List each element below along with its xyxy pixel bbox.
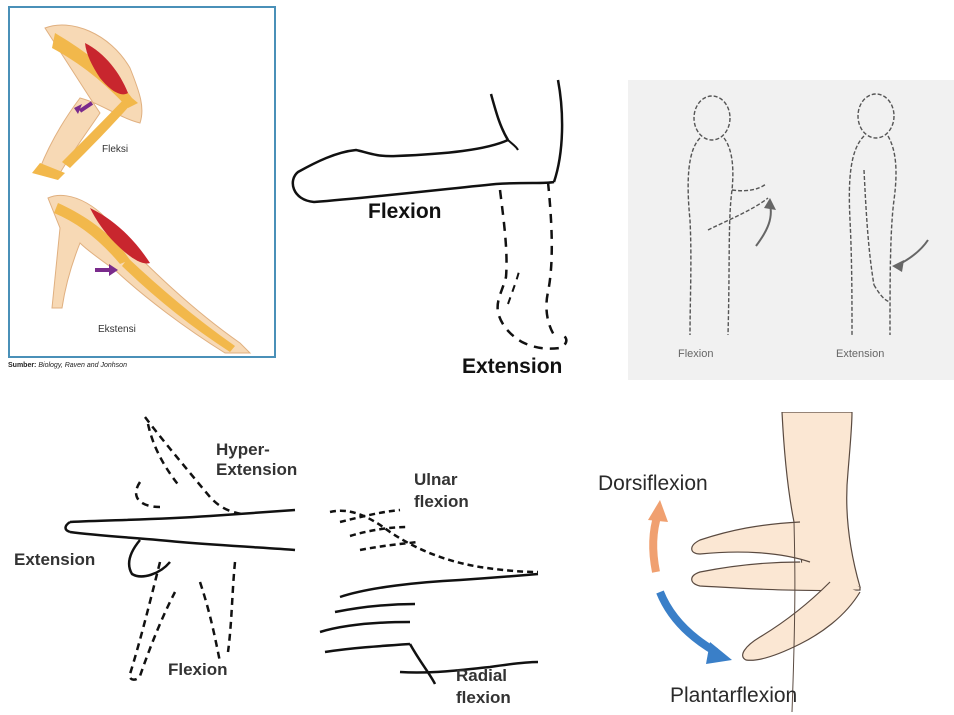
dorsiflexion-label: Dorsiflexion (598, 472, 708, 496)
source-text: Biology, Raven and Jonhson (38, 362, 127, 369)
knee-movement-drawing (286, 72, 606, 388)
ulnar-flexion-label-line2: flexion (414, 492, 469, 512)
flexion-label: Flexion (368, 200, 442, 224)
extension-label: Extension (836, 348, 884, 360)
leg-muscle-illustration (10, 8, 276, 358)
source-caption: Sumber: Biology, Raven and Jonhson (8, 362, 127, 369)
ankle-movement-panel: Dorsiflexion Plantarflexion (560, 412, 954, 715)
leg-muscle-illustration-panel: Fleksi Ekstensi (8, 6, 276, 358)
extension-label: Extension (462, 355, 562, 379)
flexion-label: Flexion (678, 348, 713, 360)
ankle-movement-illustration (560, 412, 954, 715)
plantarflexion-label: Plantarflexion (670, 684, 797, 708)
hyper-extension-label-line1: Hyper- (216, 440, 270, 460)
hyper-extension-label-line2: Extension (216, 460, 297, 480)
flexion-label: Flexion (168, 660, 228, 680)
source-prefix: Sumber: (8, 362, 36, 369)
radial-flexion-label-line1: Radial (456, 666, 507, 686)
extension-label: Ekstensi (98, 324, 136, 335)
ulnar-flexion-label-line1: Ulnar (414, 470, 457, 490)
extension-label: Extension (14, 550, 95, 570)
wrist-movement-panel: Hyper- Extension Extension Flexion Ulnar… (10, 412, 542, 712)
radial-flexion-label-line2: flexion (456, 688, 511, 708)
knee-movement-panel: Flexion Extension (286, 72, 606, 388)
flexion-label: Fleksi (102, 144, 128, 155)
shoulder-movement-sketch (628, 80, 954, 380)
shoulder-movement-panel: Flexion Extension (628, 80, 954, 380)
